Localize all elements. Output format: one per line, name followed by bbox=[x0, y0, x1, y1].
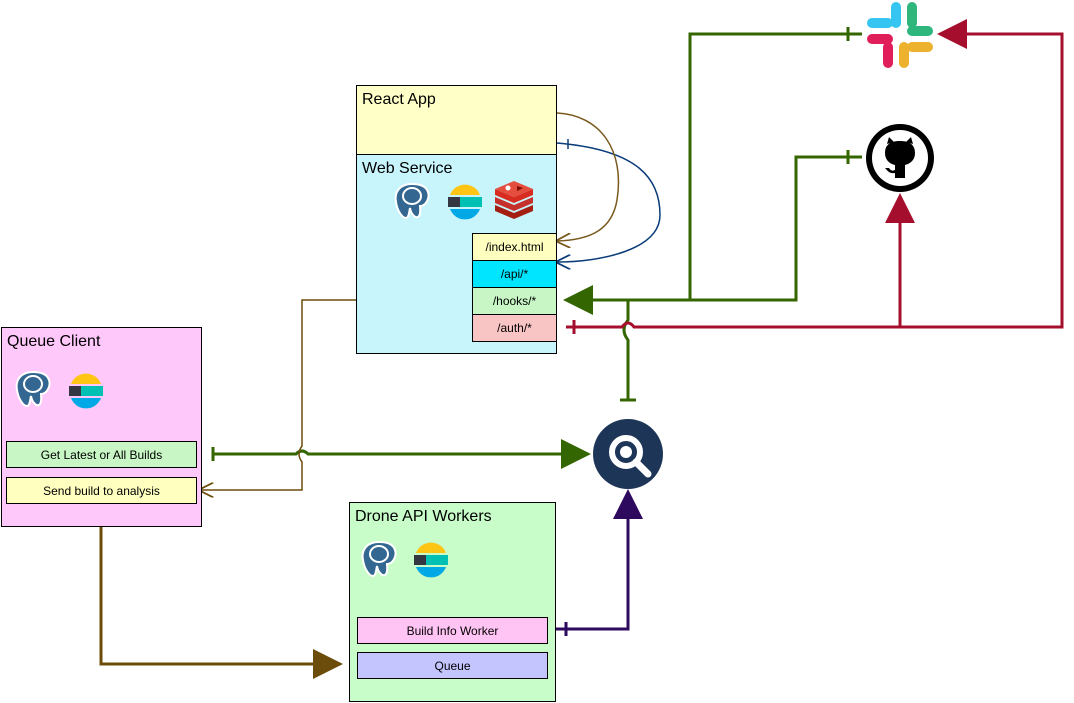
react-app-title: React App bbox=[362, 91, 436, 108]
endpoint-label: /hooks/* bbox=[492, 294, 537, 308]
queue-item: Queue bbox=[357, 652, 548, 679]
endpoint-label: /auth/* bbox=[497, 321, 532, 335]
item-label: Queue bbox=[434, 658, 471, 673]
endpoint-api: /api/* bbox=[472, 260, 557, 288]
elasticsearch-icon bbox=[446, 183, 484, 226]
item-label: Send build to analysis bbox=[43, 483, 160, 498]
endpoint-hooks: /hooks/* bbox=[472, 287, 557, 315]
elasticsearch-icon bbox=[412, 541, 450, 584]
item-label: Build Info Worker bbox=[406, 623, 499, 638]
drone-workers-title: Drone API Workers bbox=[355, 508, 492, 525]
endpoint-index-html: /index.html bbox=[472, 233, 557, 261]
react-app-box: React App bbox=[356, 85, 557, 155]
auth-links bbox=[566, 19, 1064, 329]
endpoint-auth: /auth/* bbox=[472, 314, 557, 342]
item-label: Get Latest or All Builds bbox=[40, 447, 163, 462]
redis-icon bbox=[493, 181, 535, 226]
worker-drone-link bbox=[550, 489, 643, 631]
drone-icon bbox=[592, 418, 664, 495]
build-info-worker-item: Build Info Worker bbox=[357, 617, 548, 644]
get-latest-builds-item: Get Latest or All Builds bbox=[6, 441, 197, 468]
github-icon bbox=[865, 123, 935, 198]
endpoint-label: /index.html bbox=[485, 240, 544, 254]
postgresql-icon bbox=[390, 180, 434, 229]
queue-client-title: Queue Client bbox=[7, 333, 101, 350]
endpoint-label: /api/* bbox=[500, 267, 529, 281]
web-service-title: Web Service bbox=[362, 160, 453, 177]
postgresql-icon bbox=[357, 538, 401, 587]
webhook-links bbox=[212, 32, 862, 469]
queue-links bbox=[99, 505, 343, 679]
postgresql-icon bbox=[11, 368, 55, 417]
slack-icon bbox=[865, 0, 935, 75]
elasticsearch-icon bbox=[67, 372, 105, 415]
send-build-item: Send build to analysis bbox=[6, 477, 197, 504]
